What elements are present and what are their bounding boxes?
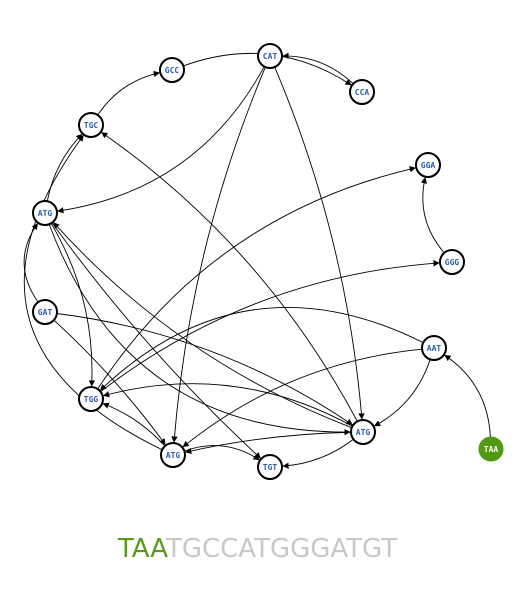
edge-atg1-to-tgc [46,133,83,202]
node-label: TAA [484,445,499,454]
node-label: CCA [355,88,370,97]
node-label: TGT [263,463,278,472]
node-circle [32,200,58,226]
edge-tgg-to-ggg [100,260,440,393]
sequence-highlight: TAA [117,534,166,564]
sequence-text: TAATGCCATGGGATGT [0,534,515,564]
edge-cca-to-cat [282,52,354,85]
edge-atg2-to-atg3 [185,431,352,454]
edge-tgg-to-gga [97,166,416,390]
node-label: GAT [38,308,53,317]
edge-atg2-to-atg1 [53,222,352,429]
node-label: ATG [38,209,53,218]
sequence-graph: GCC CAT CCA TGC GGA ATG GGG GAT AAT TGG ATG ATG TGT T… [23,43,504,480]
edge-aat-to-atg2 [373,359,431,427]
edge-cat-to-atg1 [57,66,265,214]
edge-atg3-to-tgc [23,134,163,451]
node-label: ATG [166,451,181,460]
edge-atg1-to-tgg [50,223,96,387]
edge-atg3-to-tgt [184,445,260,461]
node-gat: GAT [32,299,58,325]
edge-aat-to-tgg [99,306,424,391]
node-label: TGC [84,121,99,130]
node-label: TGG [84,395,99,404]
node-atg3: ATG [160,442,186,468]
node-atg1: ATG [32,200,58,226]
node-circle [439,249,465,275]
edge-atg2-to-tgc [101,132,358,422]
edge-atg2-to-tgg [102,383,353,427]
node-circle [159,57,185,83]
node-label: GCC [165,66,180,75]
node-circle [349,79,375,105]
edge-aat-to-atg3 [182,348,423,448]
node-cca: CCA [349,79,375,105]
node-tgc: TGC [78,112,104,138]
node-atg2: ATG [350,419,376,445]
edge-atg2-to-tgt [282,438,354,469]
node-circle [257,454,283,480]
node-circle [478,436,504,462]
edge-gat-to-atg1 [23,223,39,303]
node-circle [350,419,376,445]
node-circle [78,112,104,138]
node-circle [78,386,104,412]
sequence-rest: TGCCATGGGATGT [165,534,398,564]
edge-atg1-to-tgt [51,222,261,459]
edge-ggg-to-gga [420,177,445,254]
nodes-layer: GCC CAT CCA TGC GGA ATG GGG GAT AAT TGG ATG ATG TGT T… [32,43,504,480]
node-gcc: GCC [159,57,185,83]
node-label: AAT [427,344,442,353]
node-cat: CAT [257,43,283,69]
edge-atg3-to-tgg [102,402,166,447]
node-label: GGA [421,161,436,170]
edge-gat-to-atg3 [53,319,166,446]
edge-cat-to-atg2 [274,66,365,420]
edge-atg1-to-atg2 [48,224,351,436]
node-circle [160,442,186,468]
node-aat: AAT [421,335,447,361]
edge-gat-to-atg2 [56,313,353,426]
node-circle [421,335,447,361]
node-circle [32,299,58,325]
node-tgg: TGG [78,386,104,412]
node-circle [257,43,283,69]
node-tgt: TGT [257,454,283,480]
node-taa: TAA [478,436,504,462]
edge-cat-to-atg3 [171,66,266,443]
node-ggg: GGG [439,249,465,275]
node-label: CAT [263,52,278,61]
node-circle [415,152,441,178]
edge-taa-to-aat [444,354,491,438]
node-gga: GGA [415,152,441,178]
edge-tgc-to-gcc [97,70,160,116]
node-label: ATG [356,428,371,437]
node-label: GGG [445,258,460,267]
